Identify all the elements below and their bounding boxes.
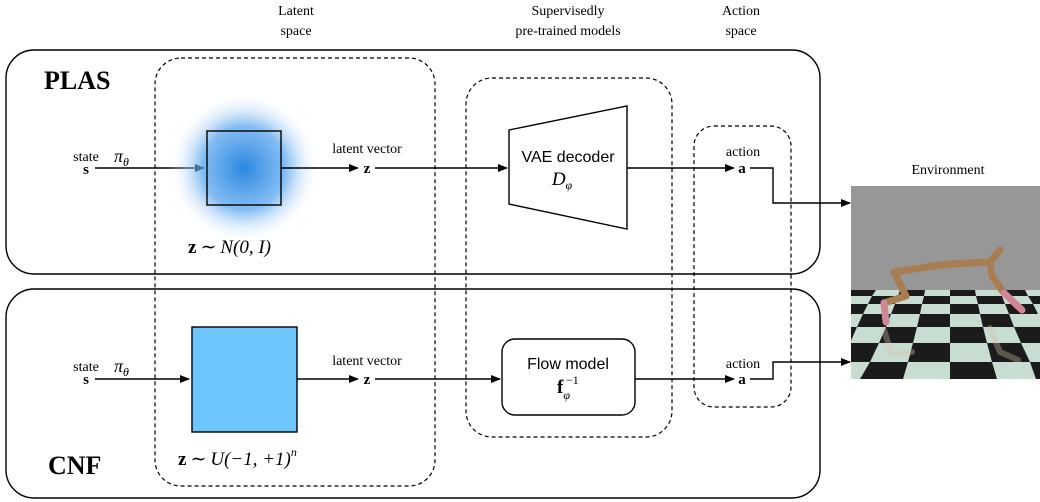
plas-gaussian-glow [168,92,320,244]
cnf-latent-symbol: z [364,372,371,388]
environment-image [851,186,1040,379]
cnf-distribution: z∼U(−1, +1)n [178,445,297,470]
header-pretrained-line1: Supervisedly [531,4,604,19]
plas-env-arrow [750,167,851,207]
plas-latent-symbol: z [364,161,371,177]
plas-panel [5,49,821,275]
header-latent-line1: Latent [278,4,314,19]
plas-title: PLAS [44,66,110,95]
cnf-action-label: action [726,357,760,372]
vae-decoder-trapezoid [508,105,628,230]
flow-model-box [501,338,636,416]
latent-space-region [154,57,436,487]
plas-distribution: z∼N(0, I) [188,237,271,258]
cnf-latent-label: latent vector [332,354,402,369]
plas-action-label: action [726,145,760,160]
plas-action-symbol: a [738,161,746,177]
cnf-env-arrow [750,358,851,380]
header-latent-line2: space [280,24,311,39]
header-pretrained-line2: pre-trained models [515,24,620,39]
cnf-action-symbol: a [738,372,746,388]
vae-decoder-symbol: Dφ [551,169,573,192]
plas-state-label: state [73,150,99,165]
cnf-panel [5,288,821,499]
environment-label: Environment [911,163,984,178]
cnf-title: CNF [48,451,101,480]
vae-decoder-name: VAE decoder [521,149,615,166]
flow-model-name: Flow model [527,356,609,373]
plas-state-symbol: s [83,162,89,178]
header-action-line2: space [725,24,756,39]
plas-latent-label: latent vector [332,142,402,157]
cnf-uniform-box [191,326,298,433]
action-space-region [693,125,792,408]
cnf-policy-symbol: πθ [114,356,129,379]
flow-model-symbol: fφ−1 [557,373,579,402]
cnf-state-symbol: s [83,372,89,388]
pretrained-models-region [465,77,673,438]
cnf-state-label: state [73,360,99,375]
plas-policy-symbol: πθ [114,146,129,169]
header-action-line1: Action [722,4,760,19]
